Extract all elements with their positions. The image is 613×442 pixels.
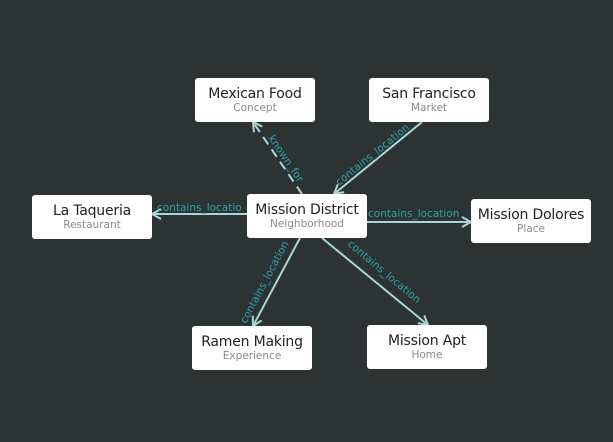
node-mexican-food[interactable]: Mexican Food Concept	[195, 78, 315, 122]
edge-label: contains_locatio	[157, 202, 242, 214]
edge-sf-contains-mission-district[interactable]: contains_location	[333, 121, 423, 194]
node-type: Neighborhood	[270, 218, 344, 230]
node-mission-district[interactable]: Mission District Neighborhood	[247, 194, 367, 238]
node-mission-apt[interactable]: Mission Apt Home	[367, 325, 487, 369]
edge-label: contains_location	[238, 239, 291, 325]
edge-label: contains_location	[345, 238, 423, 306]
edge-contains-la-taqueria[interactable]: contains_locatio	[152, 202, 247, 214]
edge-label: contains_location	[333, 122, 412, 189]
edge-contains-ramen-making[interactable]: contains_location	[238, 237, 301, 326]
node-title: San Francisco	[382, 86, 476, 102]
edge-label: contains_location	[368, 208, 459, 220]
node-title: Mission Apt	[387, 333, 467, 349]
node-type: Experience	[222, 350, 282, 362]
edge-label: known_for	[266, 133, 307, 185]
edge-contains-mission-dolores[interactable]: contains_location	[367, 208, 471, 222]
node-type: Place	[517, 223, 545, 235]
node-type: Restaurant	[63, 219, 121, 231]
node-title: Mexican Food	[208, 86, 302, 102]
edge-known-for[interactable]: known_for	[253, 122, 307, 195]
node-type: Market	[410, 102, 448, 114]
node-title: Mission Dolores	[477, 207, 585, 223]
node-san-francisco[interactable]: San Francisco Market	[369, 78, 489, 122]
node-title: La Taqueria	[52, 203, 132, 219]
node-mission-dolores[interactable]: Mission Dolores Place	[471, 199, 591, 243]
edge-contains-mission-apt[interactable]: contains_location	[321, 237, 428, 325]
node-la-taqueria[interactable]: La Taqueria Restaurant	[32, 195, 152, 239]
node-type: Concept	[233, 102, 277, 114]
node-title: Ramen Making	[201, 334, 303, 350]
node-ramen-making[interactable]: Ramen Making Experience	[192, 326, 312, 370]
node-title: Mission District	[255, 202, 359, 218]
node-type: Home	[411, 349, 443, 361]
